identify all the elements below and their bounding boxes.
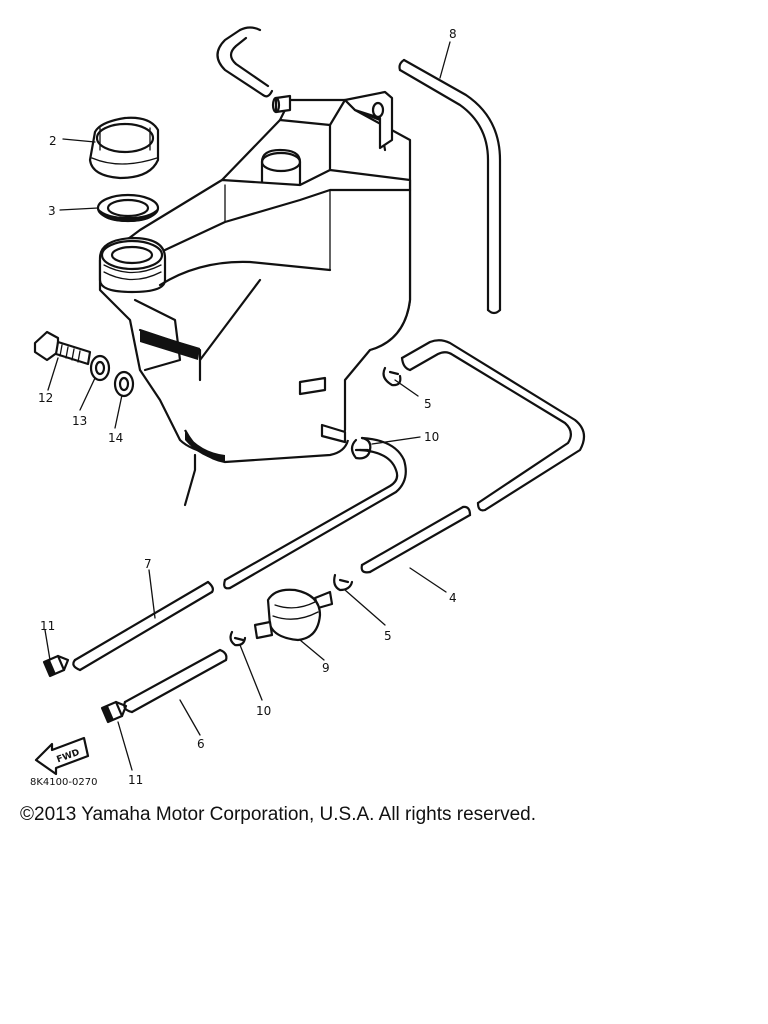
clamp-11-lower — [100, 700, 128, 724]
callout-11-lower: 11 — [128, 773, 143, 787]
drawing-code: 8K4100-0270 — [30, 777, 97, 788]
callout-3: 3 — [48, 204, 56, 218]
copyright-notice: ©2013 Yamaha Motor Corporation, U.S.A. A… — [20, 804, 536, 825]
clamp-11-upper — [42, 654, 70, 678]
callout-6: 6 — [197, 737, 205, 751]
callout-2: 2 — [49, 134, 57, 148]
clamp-5-lower — [333, 573, 354, 592]
callout-11-upper: 11 — [40, 619, 55, 633]
hose-6 — [123, 648, 228, 714]
filter-9 — [253, 588, 334, 642]
callout-8: 8 — [449, 27, 457, 41]
callout-14: 14 — [108, 431, 123, 445]
callouts: 2 3 8 12 13 14 5 10 7 4 11 5 9 10 6 11 — [38, 27, 457, 787]
gasket-3 — [96, 193, 160, 223]
callout-5-upper: 5 — [424, 397, 432, 411]
hose-8 — [216, 26, 502, 315]
hose-4 — [360, 339, 586, 574]
clamp-5-upper — [382, 366, 402, 387]
callout-5-lower: 5 — [384, 629, 392, 643]
washer-14 — [113, 370, 135, 398]
hose-7 — [72, 436, 407, 672]
callout-13: 13 — [72, 414, 87, 428]
clamp-10-upper — [350, 436, 372, 460]
fwd-arrow-icon: FWD — [34, 736, 90, 776]
leader-lines — [44, 41, 451, 771]
bolt-12 — [33, 330, 92, 366]
tank-cap-2 — [88, 116, 160, 180]
washer-13 — [89, 354, 111, 382]
callout-9: 9 — [322, 661, 330, 675]
clamp-10-lower — [229, 630, 247, 647]
callout-7: 7 — [144, 557, 152, 571]
coolant-reservoir-tank — [98, 90, 412, 507]
callout-12: 12 — [38, 391, 53, 405]
callout-4: 4 — [449, 591, 457, 605]
callout-10-upper: 10 — [424, 430, 439, 444]
callout-10-lower: 10 — [256, 704, 271, 718]
parts-diagram: 2 3 8 12 13 14 5 10 7 4 11 5 9 10 6 11 F… — [30, 26, 586, 788]
